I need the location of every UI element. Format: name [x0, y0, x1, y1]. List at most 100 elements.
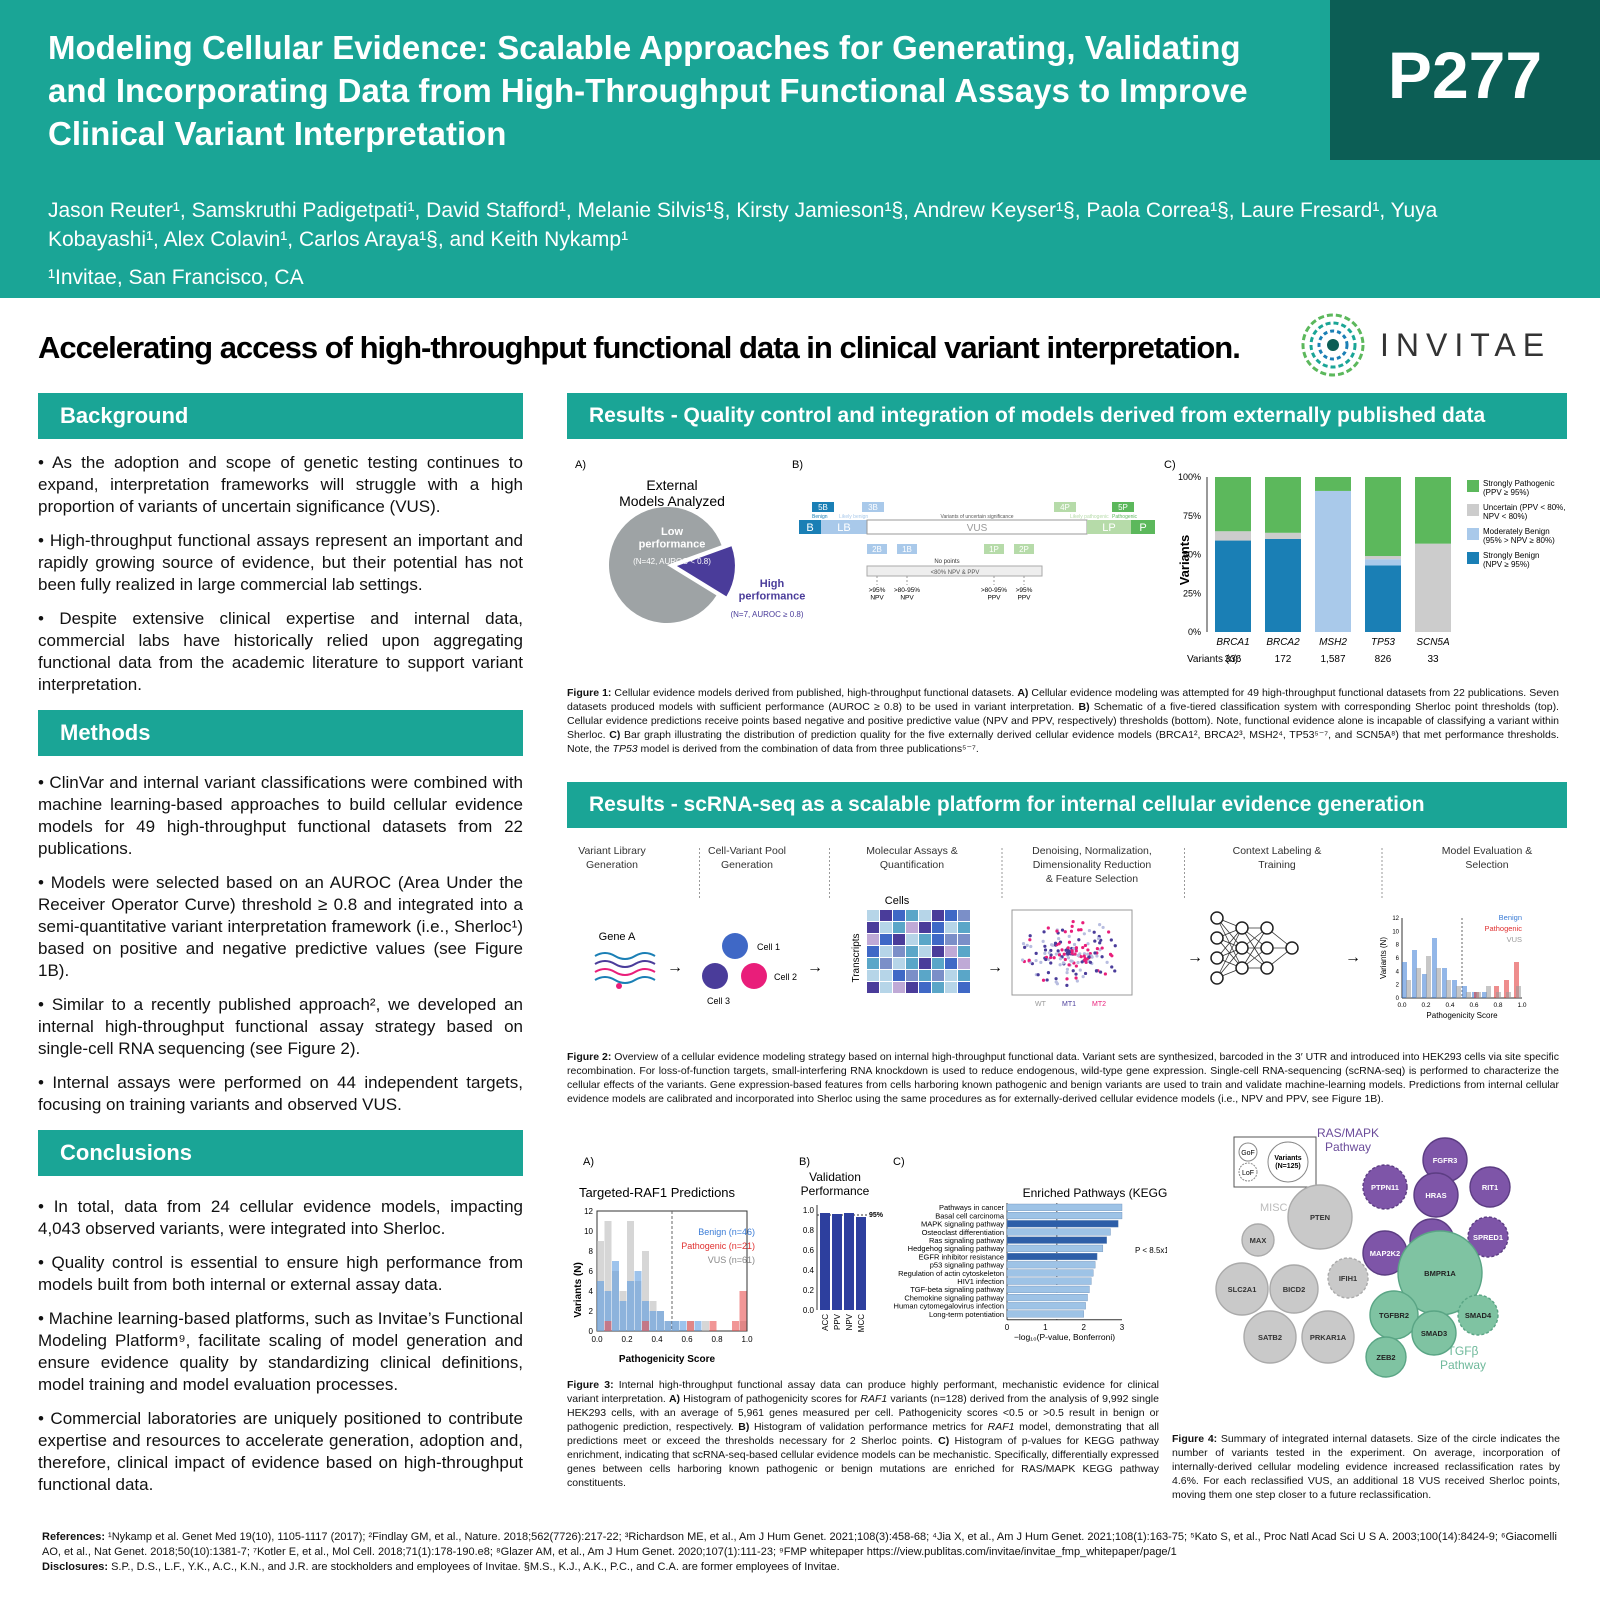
fig3c-category: Basal cell carcinoma [935, 1211, 1005, 1220]
mini-xtick: 0.6 [1469, 1002, 1478, 1009]
fig3a-ytick: 10 [584, 1227, 593, 1236]
mini-ytick: 10 [1392, 929, 1399, 935]
nn-node [1210, 931, 1224, 945]
fig3a-bar [694, 1321, 702, 1331]
fig3c-category: Osteoclast differentiation [922, 1228, 1004, 1237]
fig1b-thr-2: >80-95%NPV [894, 587, 920, 601]
tsne-point [1069, 929, 1074, 933]
mini-bar [1456, 986, 1461, 998]
gene-bubble-slc2a1 [1215, 1262, 1269, 1316]
fig1c-bar-segment [1215, 540, 1251, 632]
tsne-point [1072, 946, 1076, 951]
fig1b-class-lp: Likely pathogenic [1070, 514, 1109, 520]
tsne-point [1077, 928, 1081, 932]
tsne-point [1081, 975, 1085, 979]
fig2-tsne-mt2: MT2 [1092, 1001, 1106, 1008]
heatmap-cell [867, 922, 879, 933]
fig1c-legend-swatch [1467, 552, 1479, 564]
fig4-bubbles: FGFR3PTPN11HRASRIT1BRAFMAP2K2SPRED1PTENM… [1215, 1137, 1511, 1378]
fig1b-thr-1: >95%NPV [869, 587, 886, 601]
tsne-point [1070, 959, 1074, 963]
gene-bubble-smad3 [1411, 1310, 1457, 1356]
mini-bar [1504, 980, 1509, 998]
tsne-point [1020, 958, 1025, 962]
heatmap-cell [932, 982, 944, 993]
fig1c-axis: 0%25%50%75%100% [1178, 472, 1208, 637]
fig1c-xtick: BRCA1 [1216, 637, 1249, 648]
tsne-point [1034, 958, 1038, 963]
fig2-neural-net [1210, 911, 1299, 985]
tsne-point [1110, 954, 1114, 958]
mini-ytick: 6 [1396, 956, 1400, 962]
fig3b-ytick: 0.8 [803, 1226, 815, 1235]
tsne-point [1081, 921, 1085, 925]
fig3a-ytick: 0 [589, 1327, 594, 1336]
tsne-point [1065, 967, 1069, 971]
methods-bullet: • Internal assays were performed on 44 i… [38, 1073, 523, 1114]
mini-bar [1516, 986, 1521, 998]
conclusions-bullet: • Machine learning-based platforms, such… [38, 1309, 523, 1394]
tsne-point [1076, 953, 1080, 958]
fig1c-xtick: TP53 [1371, 637, 1395, 648]
mini-bar [1432, 938, 1437, 998]
tsne-point [1072, 942, 1077, 947]
nn-node [1210, 971, 1224, 985]
nn-node [1260, 961, 1274, 975]
fig3c-bar [1006, 1310, 1084, 1318]
background-heading: Background [38, 393, 523, 439]
mini-xtick: 1.0 [1517, 1002, 1526, 1009]
fig1c-n-value: 33 [1427, 654, 1439, 665]
tsne-point [1095, 954, 1099, 958]
gene-bubble-prkar1a [1301, 1310, 1355, 1364]
fig1b-bar-vus: VUS [967, 523, 988, 534]
conclusions-heading: Conclusions [38, 1130, 523, 1176]
gene-label-slc2a1: SLC2A1 [1228, 1285, 1257, 1294]
pie-slice-high-performance [676, 546, 735, 597]
heatmap-cell [945, 958, 957, 969]
fig1c-bar-segment [1265, 532, 1301, 539]
tsne-point [1049, 961, 1053, 965]
fig3a-bar [709, 1321, 717, 1331]
tsne-point [1060, 928, 1065, 932]
tsne-point [1082, 954, 1086, 958]
gene-bubble-smad4 [1457, 1294, 1499, 1336]
poster-number: P277 [1387, 38, 1543, 112]
tsne-point [1041, 939, 1045, 943]
fig3c-xtick: 3 [1120, 1323, 1125, 1332]
tsne-point [1107, 930, 1111, 934]
gene-label-zeb2: ZEB2 [1376, 1353, 1395, 1362]
fig1a-high-sub: (N=7, AUROC ≥ 0.8) [730, 610, 803, 619]
fig3c-title: Enriched Pathways (KEGG) [1023, 1186, 1167, 1200]
mini-bar [1462, 986, 1467, 998]
fig2-cells-label: Cells [885, 895, 910, 907]
mini-bar [1406, 980, 1411, 998]
gene-label-ifih1: IFIH1 [1339, 1274, 1357, 1283]
fig3b-bar [820, 1213, 830, 1310]
mini-bar [1496, 992, 1501, 998]
fig1b-bar-lb: LB [837, 522, 850, 534]
tsne-point [1076, 960, 1080, 965]
heatmap-cell [945, 970, 957, 981]
fig3b-label: B) [799, 1156, 810, 1168]
fig1c-n-label: Variants (n): [1187, 654, 1241, 665]
tsne-point [1077, 938, 1081, 942]
fig1c-bar-segment [1315, 490, 1351, 632]
heatmap-cell [958, 934, 970, 945]
fig3c-bar [1006, 1203, 1123, 1211]
gene-label-pten: PTEN [1310, 1213, 1330, 1222]
conclusions-bullets: • In total, data from 24 cellular eviden… [38, 1196, 523, 1508]
tsne-point [1103, 972, 1107, 976]
tsne-point [1021, 941, 1026, 946]
fig1c-ytick: 0% [1188, 627, 1201, 637]
heatmap-cell [932, 970, 944, 981]
fig3a-bar [657, 1311, 664, 1331]
fig4-gof-icon [1238, 1142, 1258, 1162]
heatmap-cell [932, 946, 944, 957]
fig1c-label: C) [1164, 459, 1176, 471]
fig3c-category: p53 signaling pathway [930, 1261, 1004, 1270]
heatmap-cell [958, 946, 970, 957]
tsne-point [1100, 946, 1104, 950]
heatmap-cell [919, 970, 931, 981]
heatmap-cell [906, 970, 918, 981]
